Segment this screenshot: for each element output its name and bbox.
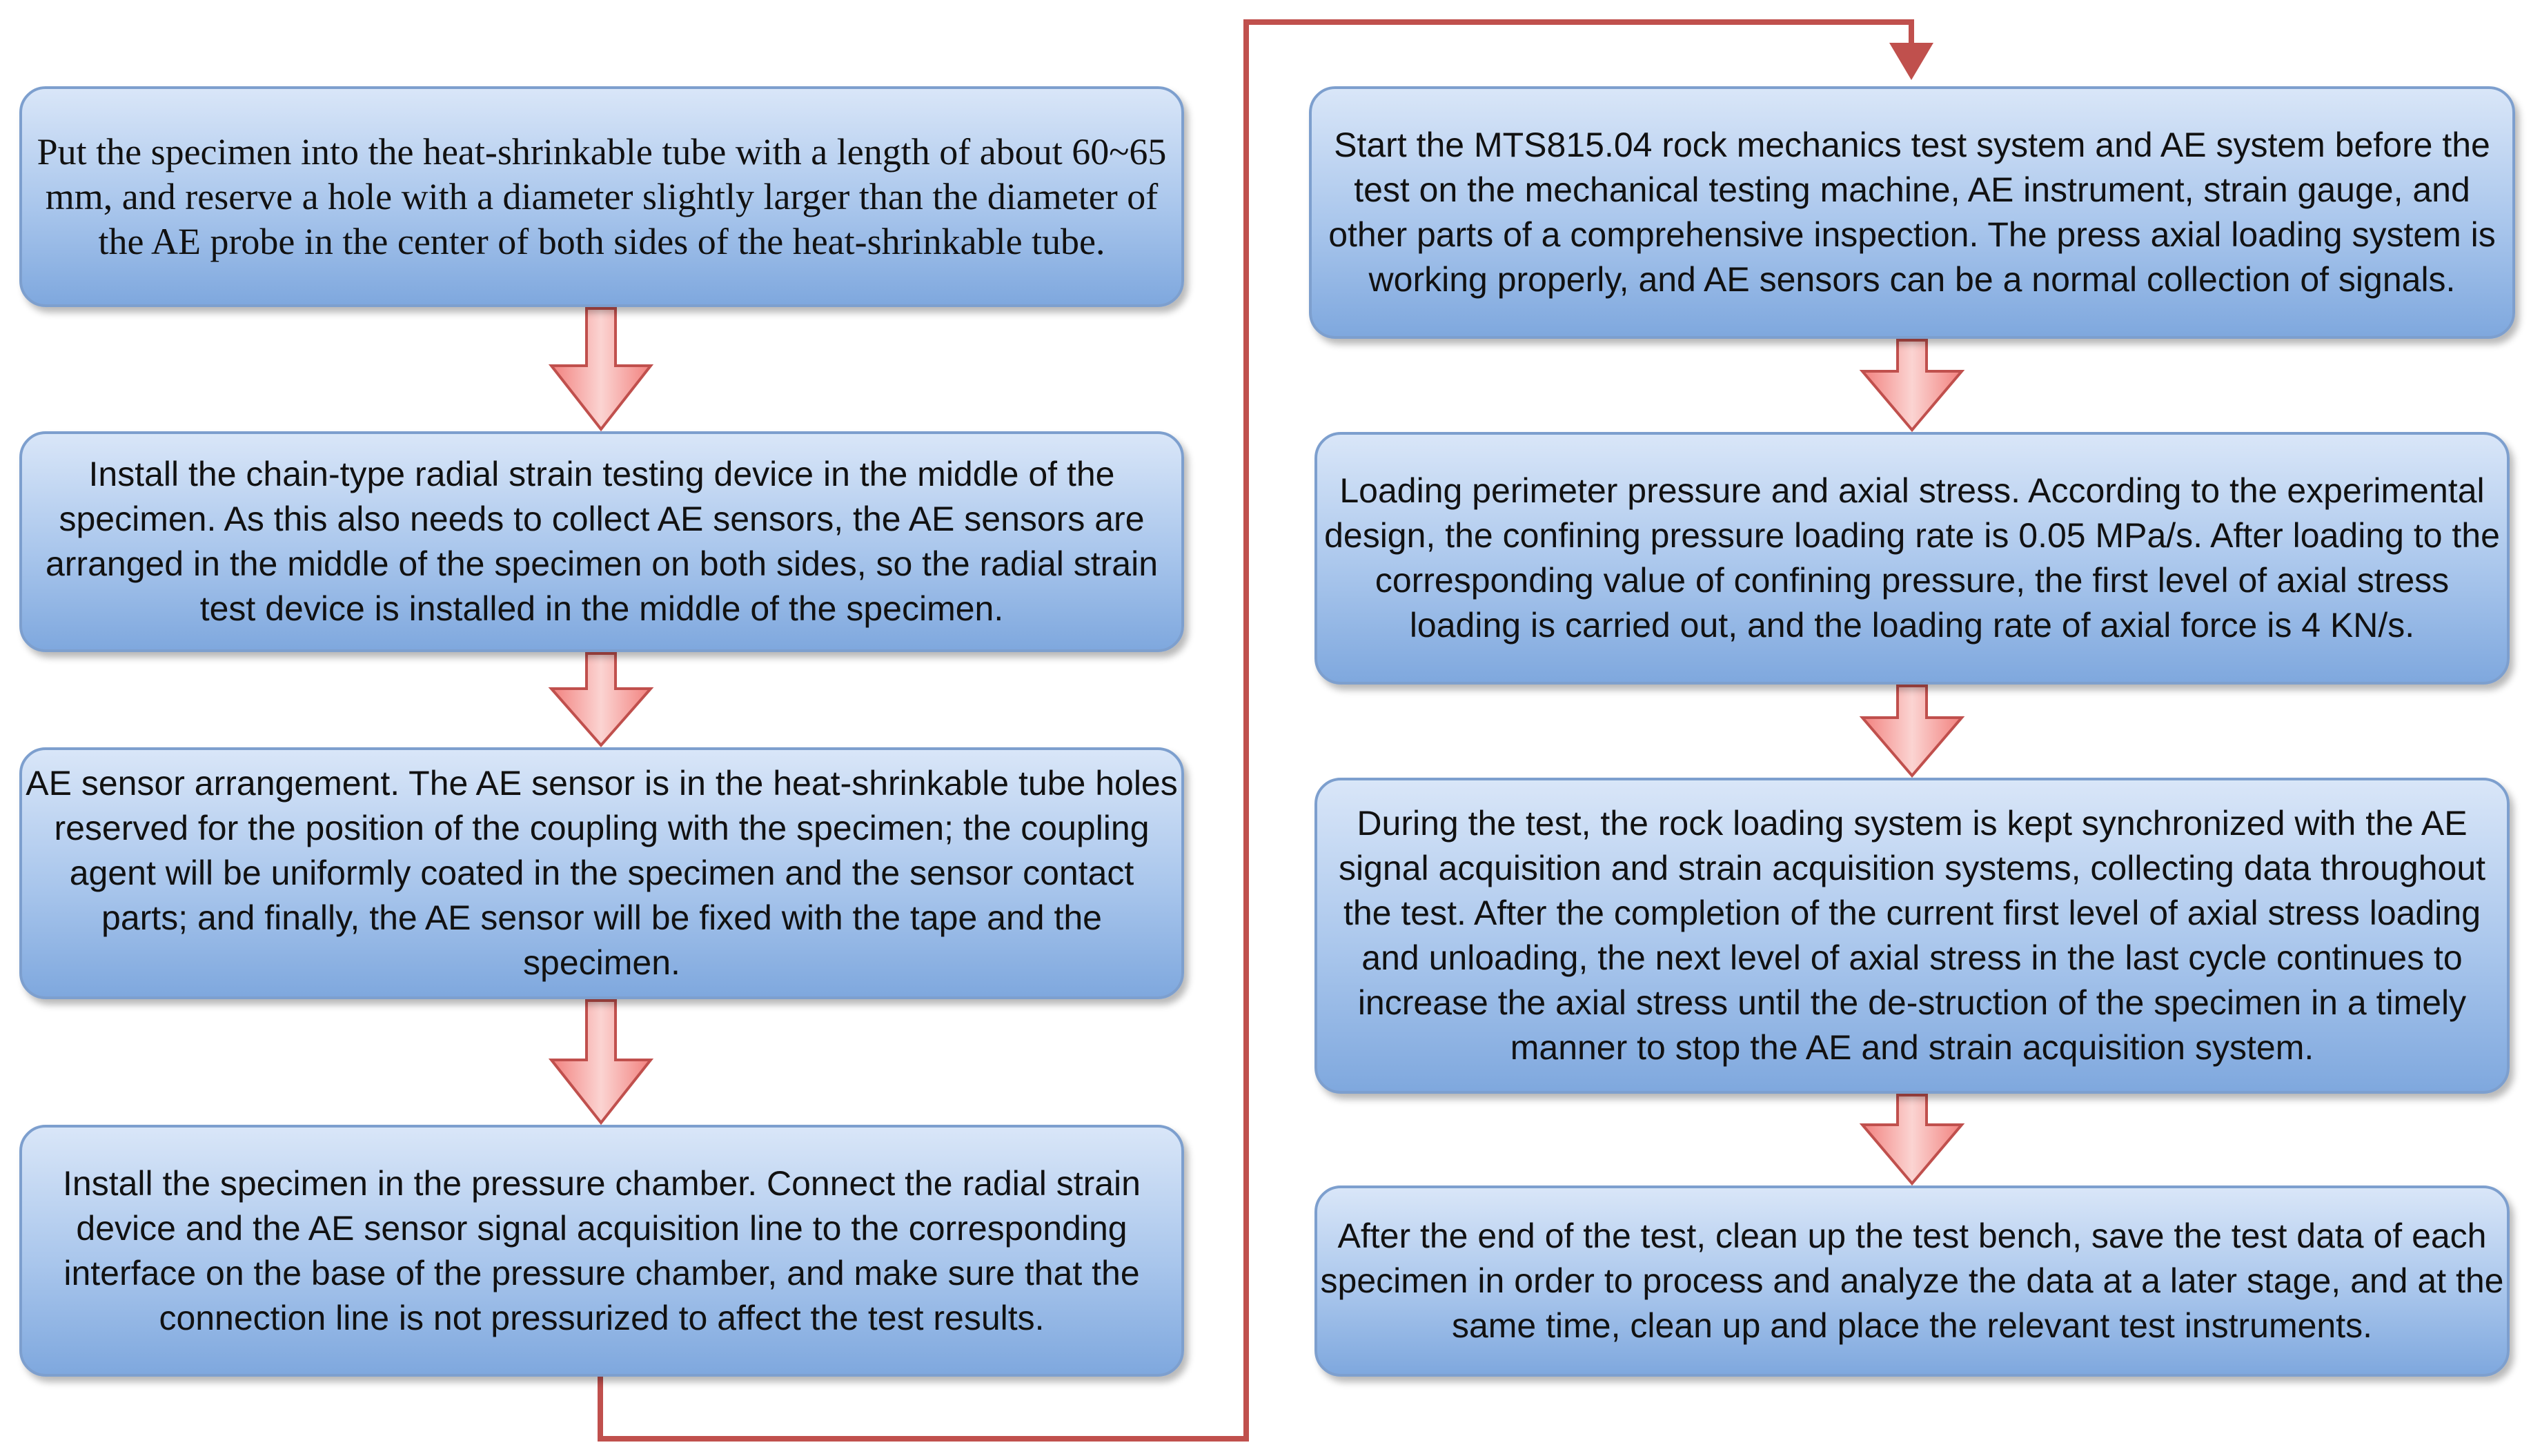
down-arrow-6 <box>1859 1094 1965 1186</box>
step-text: Start the MTS815.04 rock mechanics test … <box>1328 126 2496 299</box>
step-text: Install the specimen in the pressure cha… <box>63 1163 1141 1337</box>
step-box-synchronized-acquisition: During the test, the rock loading system… <box>1314 778 2510 1094</box>
column-connector-arrowhead <box>1889 43 1933 80</box>
down-arrow-2 <box>548 652 654 748</box>
step-text: After the end of the test, clean up the … <box>1320 1217 2504 1345</box>
step-text: Put the specimen into the heat-shrinkabl… <box>37 130 1167 262</box>
step-text: Install the chain-type radial strain tes… <box>45 455 1159 628</box>
step-box-install-radial-strain-device: Install the chain-type radial strain tes… <box>19 431 1184 652</box>
column-connector-line <box>598 19 1914 1442</box>
down-arrow-1 <box>548 307 654 432</box>
step-text: AE sensor arrangement. The AE sensor is … <box>26 764 1178 982</box>
step-text: During the test, the rock loading system… <box>1338 804 2486 1067</box>
step-box-cleanup-save-data: After the end of the test, clean up the … <box>1314 1186 2510 1377</box>
step-box-ae-sensor-arrangement: AE sensor arrangement. The AE sensor is … <box>19 747 1184 999</box>
down-arrow-4 <box>1859 339 1965 433</box>
step-box-specimen-heat-shrink: Put the specimen into the heat-shrinkabl… <box>19 86 1184 307</box>
down-arrow-3 <box>548 999 654 1125</box>
step-box-install-in-pressure-chamber: Install the specimen in the pressure cha… <box>19 1125 1184 1377</box>
step-box-start-test-system: Start the MTS815.04 rock mechanics test … <box>1309 86 2515 339</box>
down-arrow-5 <box>1859 685 1965 778</box>
step-text: Loading perimeter pressure and axial str… <box>1324 471 2500 645</box>
step-box-loading-pressure-stress: Loading perimeter pressure and axial str… <box>1314 432 2510 685</box>
